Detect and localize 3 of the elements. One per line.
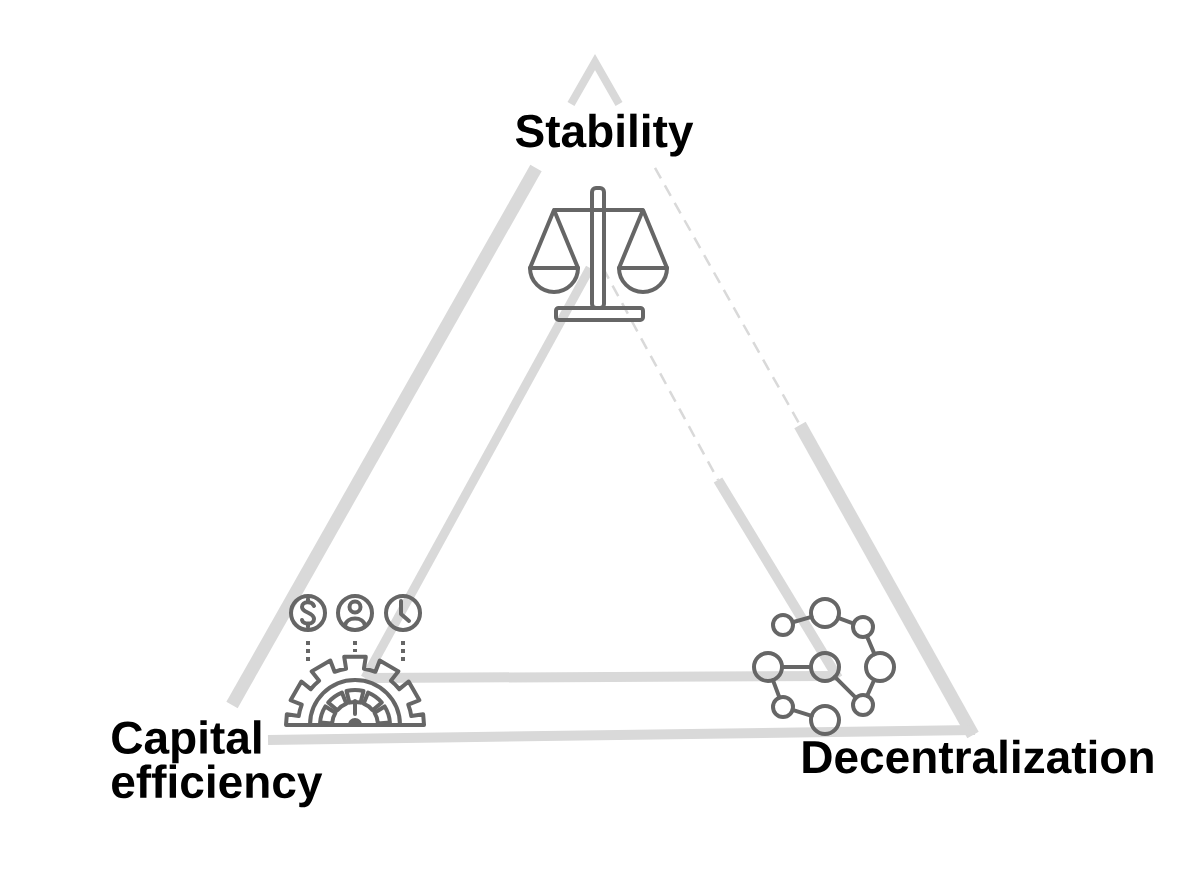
- corner-label: Decentralization: [803, 739, 1153, 774]
- corner-label: Stability: [515, 113, 694, 157]
- corner-label: Capital efficiency: [112, 720, 323, 808]
